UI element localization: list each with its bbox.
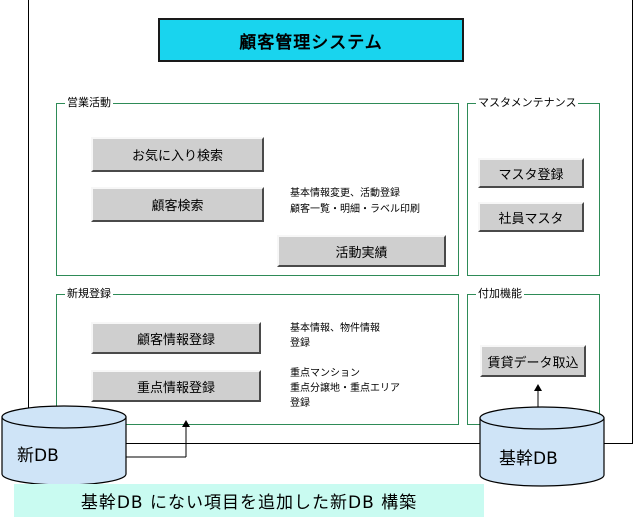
- page-title: 顧客管理システム: [158, 18, 464, 62]
- favorite-search-button[interactable]: お気に入り検索: [91, 137, 264, 172]
- group-master: マスタメンテナンス: [467, 95, 600, 276]
- core-db-label: 基幹DB: [499, 449, 558, 469]
- new-db-label: 新DB: [17, 446, 59, 466]
- group-new-registration: 新規登録: [56, 286, 459, 425]
- group-sales-label: 営業活動: [65, 95, 113, 111]
- priority-info-note-line2: 重点分譲地・重点エリア: [290, 383, 400, 394]
- group-master-label: マスタメンテナンス: [476, 95, 579, 111]
- customer-info-note-line2: 登録: [290, 338, 310, 349]
- priority-info-register-button[interactable]: 重点情報登録: [91, 370, 261, 402]
- rental-data-import-button[interactable]: 賃貸データ取込: [480, 345, 586, 377]
- group-sales: 営業活動: [56, 95, 459, 276]
- master-register-button[interactable]: マスタ登録: [478, 158, 584, 188]
- activity-results-button[interactable]: 活動実績: [277, 235, 446, 267]
- customer-search-button[interactable]: 顧客検索: [91, 187, 264, 222]
- customer-search-note-line1: 基本情報変更、活動登録: [290, 188, 400, 199]
- database-icon: [479, 406, 605, 487]
- employee-master-button[interactable]: 社員マスタ: [478, 202, 584, 232]
- priority-info-note-line3: 登録: [290, 398, 310, 409]
- caption-banner: 基幹DB にない項目を追加した新DB 構築: [14, 484, 484, 517]
- core-db-cylinder: 基幹DB: [479, 406, 605, 488]
- priority-info-note-line1: 重点マンション: [290, 368, 360, 379]
- customer-search-note-line2: 顧客一覧・明細・ラベル印刷: [290, 204, 420, 215]
- group-new-registration-label: 新規登録: [65, 286, 113, 302]
- customer-info-note-line1: 基本情報、物件情報: [290, 323, 380, 334]
- new-db-cylinder: 新DB: [1, 405, 127, 487]
- customer-info-register-button[interactable]: 顧客情報登録: [91, 322, 261, 354]
- group-extra-label: 付加機能: [476, 286, 524, 302]
